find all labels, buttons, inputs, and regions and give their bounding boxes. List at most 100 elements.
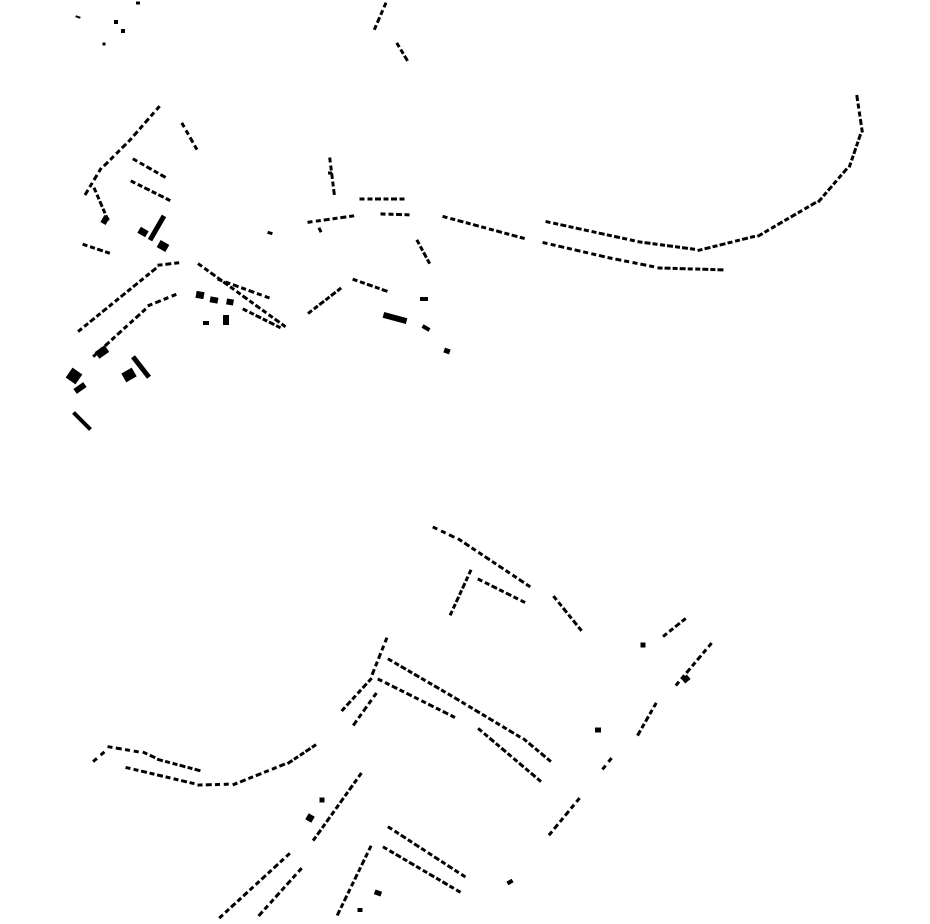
- building: [518, 577, 525, 584]
- building: [241, 294, 249, 301]
- building: [102, 42, 106, 46]
- building: [372, 24, 378, 31]
- building: [420, 847, 427, 853]
- building: [149, 111, 156, 118]
- building: [320, 823, 327, 829]
- building: [128, 318, 135, 325]
- building: [484, 581, 491, 587]
- building: [346, 888, 352, 895]
- building: [248, 288, 255, 294]
- building: [353, 873, 359, 881]
- building: [311, 835, 318, 842]
- building: [274, 891, 281, 899]
- building: [116, 329, 123, 336]
- building: [255, 772, 262, 778]
- building: [315, 219, 322, 223]
- building: [457, 218, 464, 224]
- building: [156, 773, 164, 778]
- building: [433, 855, 440, 862]
- building: [558, 817, 565, 823]
- building: [674, 621, 681, 629]
- building: [218, 913, 224, 920]
- building: [672, 266, 678, 271]
- building: [550, 242, 556, 247]
- building: [636, 729, 642, 737]
- building: [256, 292, 263, 297]
- building: [153, 169, 159, 175]
- building: [131, 355, 151, 379]
- building: [421, 324, 431, 332]
- building: [114, 297, 120, 303]
- building: [132, 130, 139, 137]
- building: [318, 299, 325, 307]
- building: [350, 881, 355, 887]
- building: [391, 197, 397, 201]
- building: [488, 736, 496, 744]
- building: [690, 661, 697, 668]
- building: [797, 209, 803, 215]
- building: [267, 313, 274, 319]
- building: [141, 307, 147, 314]
- building: [776, 220, 784, 227]
- building: [741, 236, 749, 241]
- building: [323, 217, 330, 222]
- building: [783, 216, 790, 222]
- building: [420, 699, 427, 705]
- building: [142, 750, 148, 756]
- building: [644, 241, 651, 245]
- building: [357, 713, 363, 719]
- building: [197, 783, 203, 787]
- building: [133, 749, 139, 754]
- building: [413, 672, 421, 679]
- building: [89, 316, 96, 324]
- building: [680, 617, 687, 623]
- building: [659, 243, 666, 247]
- building: [483, 555, 491, 562]
- building: [506, 752, 513, 758]
- building: [648, 264, 655, 269]
- building: [519, 235, 526, 241]
- building: [460, 700, 467, 706]
- building: [648, 709, 654, 715]
- building: [293, 755, 299, 761]
- building: [590, 252, 597, 257]
- building: [335, 909, 342, 917]
- building: [370, 668, 376, 676]
- building: [552, 823, 560, 830]
- building: [330, 810, 336, 817]
- building: [477, 577, 483, 583]
- building: [139, 161, 145, 167]
- building: [595, 727, 601, 733]
- building: [65, 367, 83, 385]
- buildings-layer: [65, 1, 864, 920]
- building: [393, 661, 400, 667]
- building: [552, 595, 558, 601]
- building: [515, 733, 522, 739]
- building: [809, 201, 817, 207]
- building: [126, 287, 133, 293]
- building: [275, 324, 282, 330]
- building: [491, 560, 498, 566]
- building: [357, 772, 363, 778]
- building: [455, 888, 462, 894]
- building: [147, 214, 167, 242]
- building: [115, 149, 121, 155]
- building: [536, 777, 542, 783]
- building: [329, 165, 333, 171]
- building: [122, 324, 129, 331]
- building: [477, 727, 483, 733]
- building: [453, 868, 460, 874]
- building: [133, 767, 139, 772]
- building: [449, 216, 456, 222]
- building: [374, 285, 381, 291]
- building: [73, 382, 87, 394]
- building: [697, 247, 703, 253]
- building: [311, 743, 317, 749]
- building: [425, 258, 432, 265]
- building: [257, 910, 264, 917]
- building: [519, 598, 526, 604]
- building: [598, 231, 605, 236]
- building: [427, 680, 433, 686]
- building: [103, 340, 111, 348]
- building: [381, 287, 388, 293]
